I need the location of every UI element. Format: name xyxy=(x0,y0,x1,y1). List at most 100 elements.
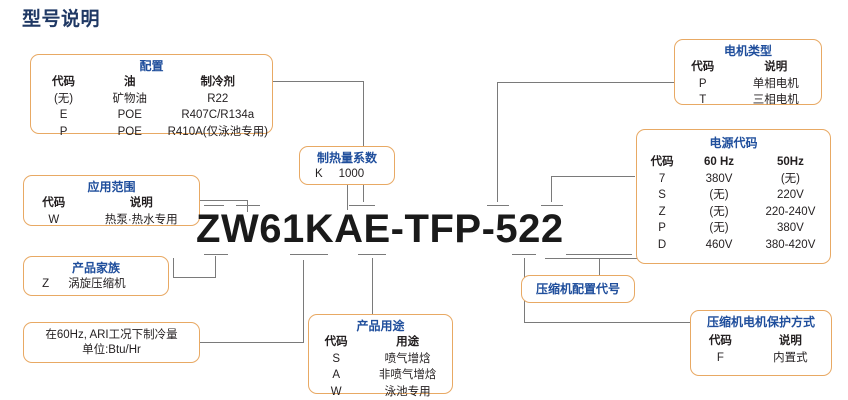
configuration-r2c2: R410A(仅泳池专用) xyxy=(167,125,268,138)
motor-protection-r0c1: 内置式 xyxy=(773,351,808,364)
power-code-r3c0: P xyxy=(658,222,666,234)
motor-protection-header-desc: 说明 xyxy=(778,335,802,347)
heating-factor-table: K 1000 xyxy=(300,166,394,183)
configuration-header-code: 代码 xyxy=(52,76,76,88)
table-row: 代码 说明 xyxy=(675,59,821,76)
heating-factor-r0c0: K xyxy=(314,168,323,180)
model-segment-dash-2: - xyxy=(481,206,496,251)
table-row: D 460V 380-420V xyxy=(637,237,830,254)
product-usage-r1c1: 非喷气增焓 xyxy=(378,369,437,381)
connector-protection-h xyxy=(524,322,694,323)
configuration-title: 配置 xyxy=(139,59,164,73)
connector-capacity-v xyxy=(303,260,304,343)
connector-application-h xyxy=(200,200,248,201)
power-code-r0c2: (无) xyxy=(780,172,801,185)
configuration-r2c0: P xyxy=(59,125,68,138)
motor-type-r1c1: 三相电机 xyxy=(752,94,799,106)
application-range-r0c0: W xyxy=(48,213,60,226)
application-range-header-code: 代码 xyxy=(42,197,66,209)
tick-over-k xyxy=(349,205,375,206)
motor-type-title: 电机类型 xyxy=(723,44,772,58)
power-code-box: 电源代码 代码 60 Hz 50Hz 7 380V (无) S (无) 220V… xyxy=(636,129,831,264)
model-segment-e: E xyxy=(363,206,391,251)
table-row: S (无) 220V xyxy=(637,187,830,204)
product-usage-r0c0: S xyxy=(332,352,340,365)
connector-application-v xyxy=(247,200,248,212)
motor-type-header-desc: 说明 xyxy=(764,61,788,73)
table-row: P (无) 380V xyxy=(637,220,830,237)
configuration-header-oil: 油 xyxy=(124,76,136,88)
table-row: W 热泵·热水专用 xyxy=(24,212,199,229)
table-row: 7 380V (无) xyxy=(637,171,830,188)
motor-protection-table: 代码 说明 F 内置式 xyxy=(691,333,831,366)
table-row: 代码 60 Hz 50Hz xyxy=(637,154,830,171)
motor-type-header-code: 代码 xyxy=(691,61,715,73)
connector-compressor-h xyxy=(545,258,655,259)
product-usage-header-code: 代码 xyxy=(324,336,348,348)
configuration-box: 配置 代码 油 制冷剂 (无) 矿物油 R22 E POE R407C/R134… xyxy=(30,54,273,138)
tick-under-f xyxy=(512,254,536,255)
tick-under-z xyxy=(204,254,228,255)
model-segment-522: 522 xyxy=(495,206,564,251)
power-code-r4c0: D xyxy=(657,238,667,251)
model-segment-p: P xyxy=(454,206,482,251)
product-family-title: 产品家族 xyxy=(71,261,120,275)
connector-motortype-v xyxy=(497,82,498,202)
compressor-config-box: 压缩机配置代号 xyxy=(521,275,635,303)
table-row: F 内置式 xyxy=(691,350,831,367)
model-segment-t: T xyxy=(404,206,430,251)
configuration-r1c2: R407C/R134a xyxy=(181,109,255,121)
configuration-header-refrigerant: 制冷剂 xyxy=(200,76,236,88)
power-code-r0c1: 380V xyxy=(705,172,733,185)
page-title: 型号说明 xyxy=(22,9,101,30)
tick-under-522 xyxy=(566,254,632,255)
configuration-table: 代码 油 制冷剂 (无) 矿物油 R22 E POE R407C/R134a P… xyxy=(31,74,272,140)
product-usage-box: 产品用途 代码 用途 S 喷气增焓 A 非喷气增焓 W 泳池专用 xyxy=(308,314,453,398)
model-segment-z: Z xyxy=(196,206,221,251)
application-range-table: 代码 说明 W 热泵·热水专用 xyxy=(24,195,199,228)
product-usage-table: 代码 用途 S 喷气增焓 A 非喷气增焓 W 泳池专用 xyxy=(309,334,452,400)
model-segment-k: K xyxy=(304,206,335,251)
configuration-r1c0: E xyxy=(59,109,68,121)
product-usage-title: 产品用途 xyxy=(356,319,405,333)
configuration-r0c2: R22 xyxy=(207,92,229,105)
model-segment-a: A xyxy=(334,206,364,251)
application-range-box: 应用范围 代码 说明 W 热泵·热水专用 xyxy=(23,175,200,226)
power-code-header-60hz: 60 Hz xyxy=(703,156,735,168)
power-code-r1c2: 220V xyxy=(777,189,804,201)
motor-protection-header-code: 代码 xyxy=(708,335,732,347)
model-segment-61: 61 xyxy=(259,206,305,251)
table-row: 代码 用途 xyxy=(309,334,452,351)
configuration-r0c0: (无) xyxy=(53,92,74,105)
connector-power-h xyxy=(551,176,635,177)
tick-over-w xyxy=(236,205,260,206)
power-code-title: 电源代码 xyxy=(709,136,758,150)
power-code-r4c2: 380-420V xyxy=(765,238,816,251)
motor-type-r1c0: T xyxy=(699,94,707,106)
capacity-note-box: 在60Hz, ARI工况下制冷量 单位:Btu/Hr xyxy=(23,322,200,363)
model-number: Z W 61 K A E - T F P - 522 xyxy=(196,206,646,252)
product-usage-r2c0: W xyxy=(330,385,342,398)
application-range-header-desc: 说明 xyxy=(129,197,153,209)
product-usage-header-use: 用途 xyxy=(396,336,420,348)
heating-factor-r0c1: 1000 xyxy=(338,168,365,180)
connector-family-v2 xyxy=(173,258,174,278)
motor-protection-box: 压缩机电机保护方式 代码 说明 F 内置式 xyxy=(690,310,832,376)
motor-type-table: 代码 说明 P 单相电机 T 三相电机 xyxy=(675,59,821,109)
motor-protection-r0c0: F xyxy=(716,351,724,364)
compressor-config-title: 压缩机配置代号 xyxy=(535,281,620,296)
configuration-r2c1: POE xyxy=(117,125,142,138)
connector-family-h xyxy=(173,277,216,278)
connector-motortype-h xyxy=(497,82,675,83)
power-code-r1c0: S xyxy=(658,189,666,201)
product-family-r0c0: Z xyxy=(42,278,50,290)
power-code-r2c2: 220-240V xyxy=(765,205,816,218)
power-code-header-code: 代码 xyxy=(650,156,674,168)
power-code-r1c1: (无) xyxy=(709,189,729,201)
table-row: S 喷气增焓 xyxy=(309,351,452,368)
heating-factor-title: 制热量系数 xyxy=(316,151,377,165)
motor-type-r0c0: P xyxy=(698,77,707,90)
connector-usage-v xyxy=(372,258,373,314)
power-code-r3c2: 380V xyxy=(777,222,804,234)
connector-power-v xyxy=(551,176,552,202)
